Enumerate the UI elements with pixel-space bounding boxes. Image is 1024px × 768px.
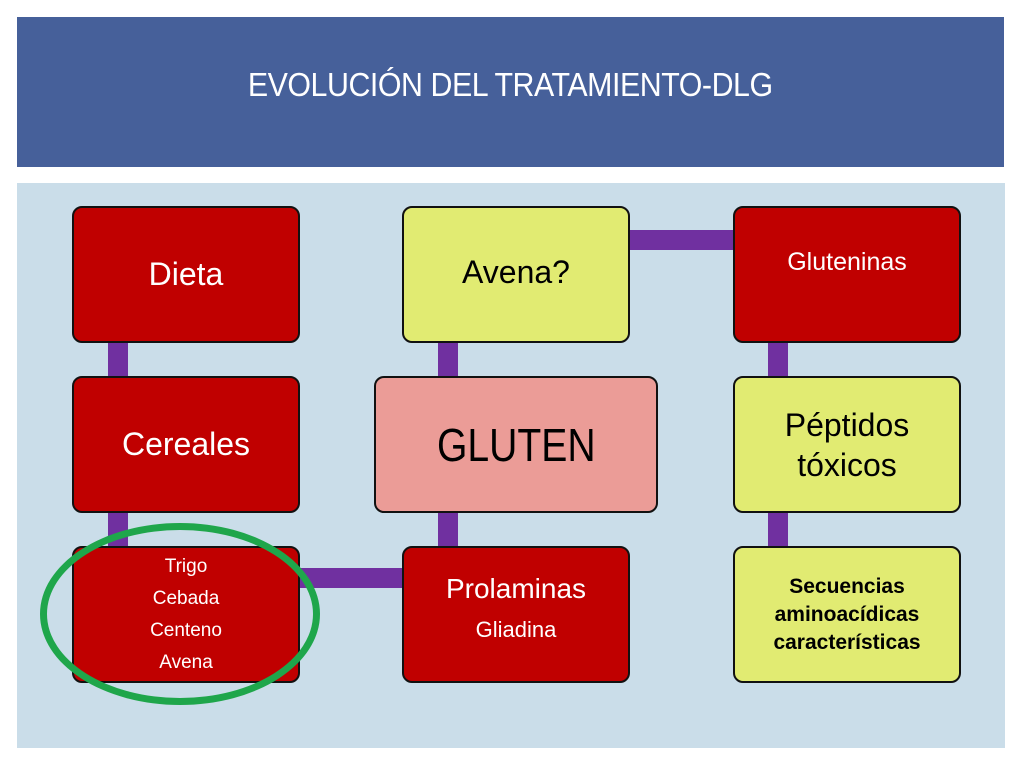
box-gluteninas-label: Gluteninas — [787, 248, 907, 276]
connector-peptidos-secuencias — [768, 512, 788, 548]
slide-header: EVOLUCIÓN DEL TRATAMIENTO-DLG — [17, 17, 1004, 167]
box-peptidos: Péptidos tóxicos — [733, 376, 961, 513]
slide-title: EVOLUCIÓN DEL TRATAMIENTO-DLG — [248, 66, 773, 103]
box-gluteninas: Gluteninas — [733, 206, 961, 343]
box-cereals-list: Trigo Cebada Centeno Avena — [72, 546, 300, 683]
connector-gluteninas-peptidos — [768, 342, 788, 378]
box-cereales: Cereales — [72, 376, 300, 513]
box-secuencias-line: Secuencias — [789, 574, 905, 598]
connector-gluten-prolaminas — [438, 512, 458, 548]
connector-dieta-cereales — [108, 342, 128, 378]
box-dieta: Dieta — [72, 206, 300, 343]
box-secuencias: Secuencias aminoacídicas características — [733, 546, 961, 683]
connector-cereals-list-prolaminas — [300, 568, 404, 588]
cereal-item: Centeno — [150, 619, 222, 641]
box-gliadina-label: Gliadina — [475, 616, 557, 642]
box-dieta-label: Dieta — [148, 256, 224, 292]
box-avena: Avena? — [402, 206, 630, 343]
connector-cereales-cereals-list — [108, 512, 128, 548]
box-prolaminas-label: Prolaminas — [445, 572, 587, 604]
connector-avena-gluteninas — [628, 230, 734, 250]
cereal-item: Cebada — [152, 587, 220, 609]
cereal-item: Avena — [159, 651, 213, 673]
box-peptidos-line: tóxicos — [797, 446, 897, 483]
box-secuencias-line: características — [773, 630, 921, 654]
box-gluten-label: GLUTEN — [436, 418, 596, 471]
box-peptidos-line: Péptidos — [784, 406, 910, 443]
box-cereales-label: Cereales — [121, 426, 251, 462]
box-gluten: GLUTEN — [374, 376, 658, 513]
cereal-item: Trigo — [164, 555, 208, 577]
connector-avena-gluten — [438, 342, 458, 378]
box-avena-label: Avena? — [462, 254, 570, 290]
box-prolaminas: Prolaminas Gliadina — [402, 546, 630, 683]
box-secuencias-line: aminoacídicas — [774, 602, 920, 626]
